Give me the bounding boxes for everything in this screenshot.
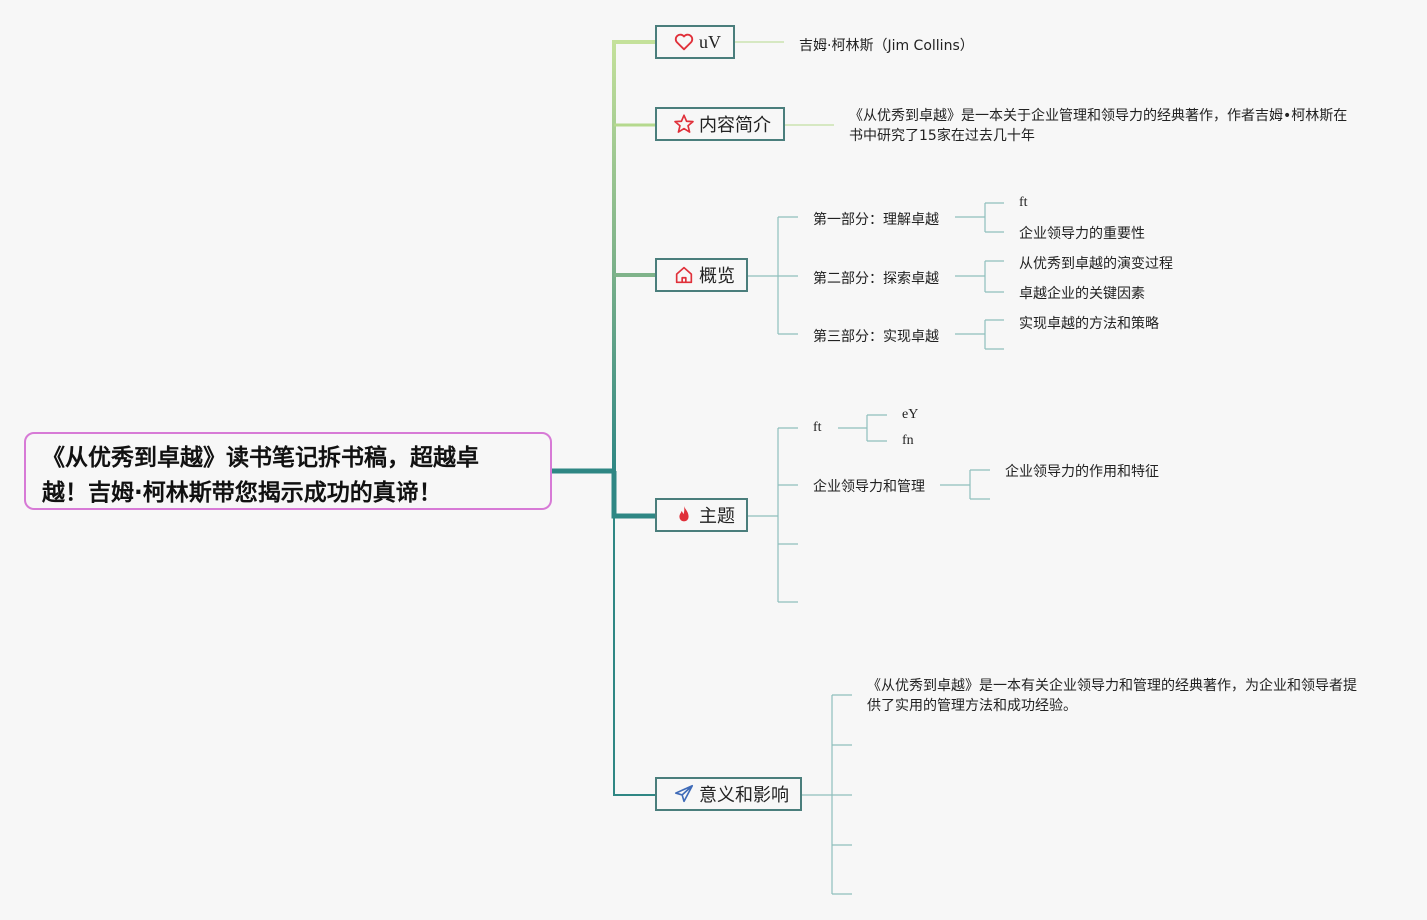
overview-part-2-child-1[interactable]: 从优秀到卓越的演变过程 [1019, 256, 1173, 272]
star-icon [673, 113, 695, 135]
overview-part-3[interactable]: 第三部分：实现卓越 [813, 329, 939, 345]
overview-part-2-child-2[interactable]: 卓越企业的关键因素 [1019, 286, 1145, 302]
send-icon [673, 783, 695, 805]
root-topic[interactable]: 《从优秀到卓越》读书笔记拆书稿，超越卓 越！吉姆·柯林斯带您揭示成功的真谛！ [24, 432, 552, 510]
overview-part-2[interactable]: 第二部分：探索卓越 [813, 271, 939, 287]
topic-overview[interactable]: 概览 [655, 258, 748, 292]
overview-part-1-child-1[interactable]: ft [1019, 195, 1028, 210]
topic-author[interactable]: uV [655, 25, 735, 59]
author-name[interactable]: 吉姆·柯林斯（Jim Collins） [799, 38, 974, 54]
root-title-line-2: 越！吉姆·柯林斯带您揭示成功的真谛！ [42, 480, 442, 506]
theme-item-2[interactable]: 企业领导力和管理 [813, 479, 925, 495]
theme-item-1-child-1[interactable]: eY [902, 407, 919, 422]
topic-theme[interactable]: 主题 [655, 498, 748, 532]
impact-text[interactable]: 《从优秀到卓越》是一本有关企业领导力和管理的经典著作，为企业和领导者提供了实用的… [867, 678, 1357, 714]
topic-intro[interactable]: 内容简介 [655, 107, 785, 141]
fire-icon [673, 504, 695, 526]
topic-theme-label: 主题 [699, 506, 735, 527]
overview-part-3-child-1[interactable]: 实现卓越的方法和策略 [1019, 316, 1159, 332]
overview-part-1[interactable]: 第一部分：理解卓越 [813, 212, 939, 228]
root-title-line-1: 《从优秀到卓越》读书笔记拆书稿，超越卓 [42, 445, 479, 471]
topic-impact[interactable]: 意义和影响 [655, 777, 802, 811]
topic-overview-label: 概览 [699, 266, 735, 287]
heart-icon [673, 31, 695, 53]
theme-item-1[interactable]: ft [813, 420, 822, 435]
theme-item-1-child-2[interactable]: fn [902, 433, 914, 448]
intro-text[interactable]: 《从优秀到卓越》是一本关于企业管理和领导力的经典著作，作者吉姆•柯林斯在书中研究… [849, 108, 1348, 144]
topic-impact-label: 意义和影响 [699, 785, 789, 806]
topic-author-label: uV [699, 31, 721, 52]
theme-item-2-child-1[interactable]: 企业领导力的作用和特征 [1005, 464, 1159, 480]
topic-intro-label: 内容简介 [699, 115, 771, 136]
overview-part-1-child-2[interactable]: 企业领导力的重要性 [1019, 226, 1145, 242]
home-icon [673, 264, 695, 286]
